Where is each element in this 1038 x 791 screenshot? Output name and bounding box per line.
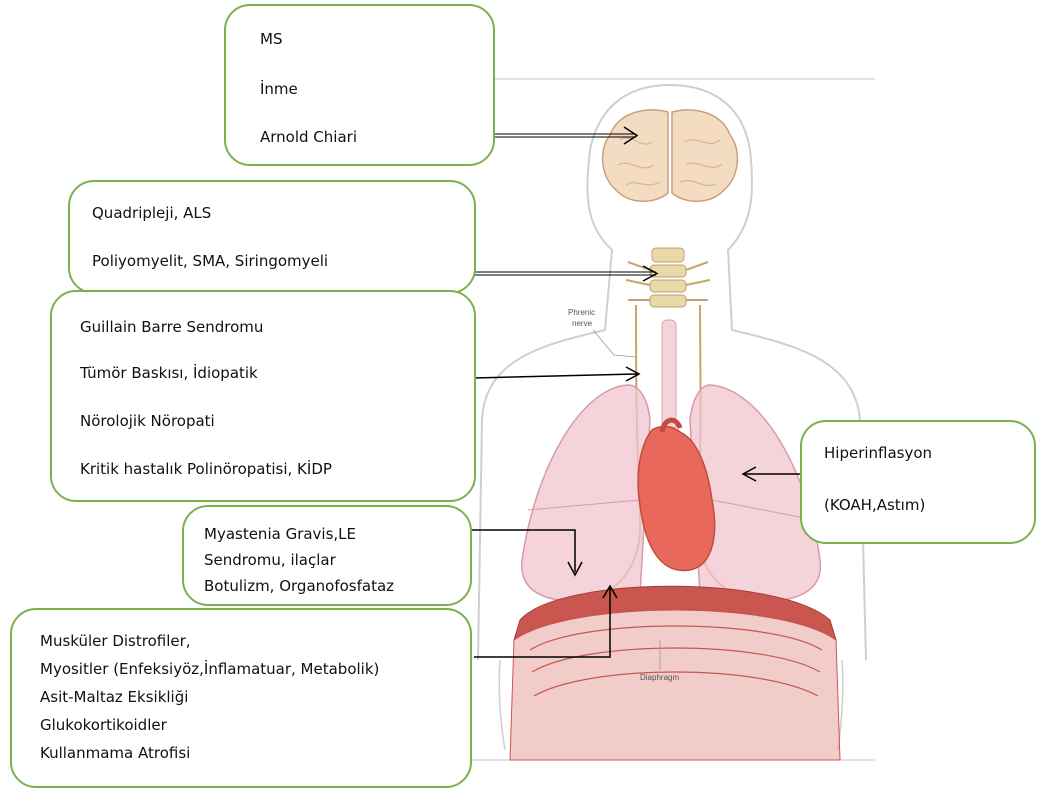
brain	[603, 110, 738, 201]
callout-lung-line-2: (KOAH,Astım)	[824, 496, 925, 514]
cervical-spine	[626, 248, 710, 307]
lung-left	[522, 385, 650, 602]
phrenic-label-1: Phrenic	[568, 308, 595, 317]
callout-lung-line-1: Hiperinflasyon	[824, 444, 932, 462]
callout-nerve-line-3: Nörolojik Nöropati	[80, 412, 215, 430]
phrenic-label-2: nerve	[572, 319, 593, 328]
callout-muscle-line-1: Musküler Distrofiler,	[40, 632, 191, 650]
callout-nerve-line-2: Tümör Baskısı, İdiopatik	[80, 364, 258, 382]
callout-muscle-line-5: Kullanmama Atrofisi	[40, 744, 190, 762]
callout-nerve-line-4: Kritik hastalık Polinöropatisi, KİDP	[80, 460, 332, 478]
callout-nmj-line-1: Myastenia Gravis,LE	[204, 525, 356, 543]
callout-muscle-line-2: Myositler (Enfeksiyöz,İnflamatuar, Metab…	[40, 660, 379, 678]
diaphragm-label: Diaphragm	[640, 673, 679, 682]
callout-phrenic-nerve: Guillain Barre Sendromu Tümör Baskısı, İ…	[50, 290, 476, 502]
callout-nmj-line-2: Sendromu, ilaçlar	[204, 551, 336, 569]
callout-lung: Hiperinflasyon (KOAH,Astım)	[800, 420, 1036, 544]
callout-spine-line-2: Poliyomyelit, SMA, Siringomyeli	[92, 252, 328, 270]
callout-muscle-line-3: Asit-Maltaz Eksikliği	[40, 688, 188, 706]
callout-neuromuscular-junction: Myastenia Gravis,LE Sendromu, ilaçlar Bo…	[182, 505, 472, 606]
callout-muscle-line-4: Glukokortikoidler	[40, 716, 167, 734]
callout-brain-line-2: İnme	[260, 80, 298, 98]
callout-nerve-line-1: Guillain Barre Sendromu	[80, 318, 263, 336]
callout-spine-line-1: Quadripleji, ALS	[92, 204, 211, 222]
callout-cervical-spine: Quadripleji, ALS Poliyomyelit, SMA, Siri…	[68, 180, 476, 294]
callout-brain: MS İnme Arnold Chiari	[224, 4, 495, 166]
callout-nmj-line-3: Botulizm, Organofosfataz	[204, 577, 394, 595]
callout-muscle: Musküler Distrofiler, Myositler (Enfeksi…	[10, 608, 472, 788]
callout-brain-line-3: Arnold Chiari	[260, 128, 357, 146]
trachea	[662, 320, 676, 430]
arm-left	[499, 660, 505, 750]
callout-brain-line-1: MS	[260, 30, 282, 48]
phrenic-leader	[593, 330, 636, 357]
